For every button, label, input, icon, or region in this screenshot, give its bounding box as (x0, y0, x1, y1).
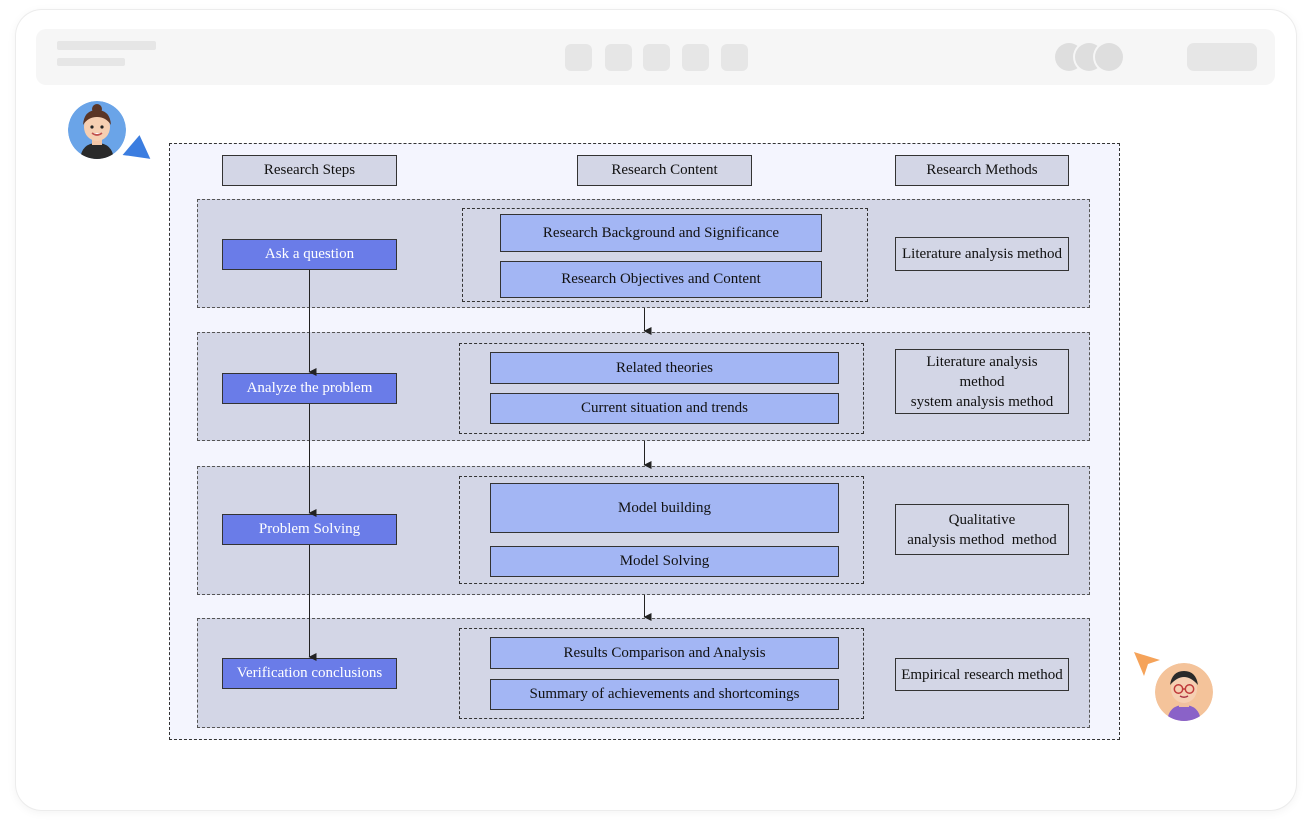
toolbar (36, 29, 1275, 85)
method-row-3[interactable]: Qualitative analysis method method (895, 504, 1069, 555)
content-background-significance[interactable]: Research Background and Significance (500, 214, 822, 252)
content-summary-achievements[interactable]: Summary of achievements and shortcomings (490, 679, 839, 710)
header-research-methods: Research Methods (895, 155, 1069, 186)
method-line: method (959, 373, 1005, 390)
toolbar-button-4[interactable] (682, 44, 709, 71)
avatar-man-glasses-icon (1155, 663, 1213, 721)
method-row-4[interactable]: Empirical research method (895, 658, 1069, 691)
method-line: Literature analysis method (902, 246, 1062, 262)
cursor-blue-icon (122, 135, 151, 159)
title-placeholder (57, 41, 156, 50)
method-line: Qualitative (948, 511, 1016, 528)
collaborator-avatar-3[interactable] (1095, 43, 1123, 71)
content-related-theories[interactable]: Related theories (490, 352, 839, 384)
content-group-2 (459, 343, 864, 434)
content-model-solving[interactable]: Model Solving (490, 546, 839, 577)
method-line: system analysis method (910, 393, 1054, 410)
cursor-orange-icon (1134, 652, 1160, 676)
method-row-1[interactable]: Literature analysis method (895, 237, 1069, 271)
method-row-2[interactable]: Literature analysis method system analys… (895, 349, 1069, 414)
method-line: analysis method method (907, 531, 1057, 548)
content-objectives-content[interactable]: Research Objectives and Content (500, 261, 822, 298)
step-verification-conclusions[interactable]: Verification conclusions (222, 658, 397, 689)
subtitle-placeholder (57, 58, 125, 66)
content-group-1 (462, 208, 868, 302)
toolbar-button-5[interactable] (721, 44, 748, 71)
method-line: Empirical research method (901, 666, 1063, 683)
content-current-situation[interactable]: Current situation and trends (490, 393, 839, 424)
toolbar-button-2[interactable] (605, 44, 632, 71)
step-ask-question[interactable]: Ask a question (222, 239, 397, 270)
content-group-3 (459, 476, 864, 584)
step-analyze-problem[interactable]: Analyze the problem (222, 373, 397, 404)
content-model-building[interactable]: Model building (490, 483, 839, 533)
content-group-4 (459, 628, 864, 719)
avatar-woman-icon (68, 101, 126, 159)
share-button[interactable] (1187, 43, 1257, 71)
header-research-steps: Research Steps (222, 155, 397, 186)
method-line: Literature analysis (926, 353, 1038, 370)
step-problem-solving[interactable]: Problem Solving (222, 514, 397, 545)
header-research-content: Research Content (577, 155, 752, 186)
content-results-comparison[interactable]: Results Comparison and Analysis (490, 637, 839, 669)
toolbar-button-1[interactable] (565, 44, 592, 71)
toolbar-button-3[interactable] (643, 44, 670, 71)
